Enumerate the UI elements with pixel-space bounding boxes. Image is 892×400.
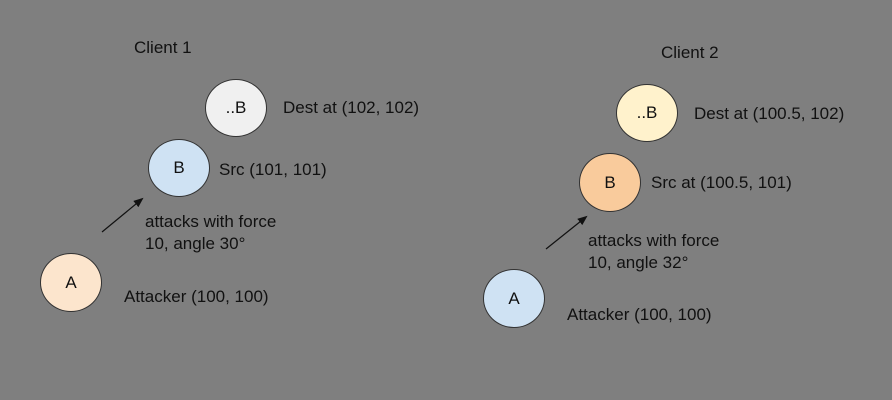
client2-dest-label: Dest at (100.5, 102) <box>694 104 845 123</box>
client2-src-symbol: B <box>604 172 616 192</box>
client2-attack-line1: attacks with force <box>588 231 720 250</box>
client2-attack-text: attacks with force 10, angle 32° <box>588 230 719 274</box>
client1-dest-label: Dest at (102, 102) <box>283 98 420 117</box>
client1-attacker-label: Attacker (100, 100) <box>124 287 269 306</box>
client2-attack-line2: 10, angle 32° <box>588 252 689 272</box>
client1-attack-text: attacks with force 10, angle 30° <box>145 211 276 255</box>
client2-dest-symbol: ..B <box>636 103 658 122</box>
client2-src-node: B <box>579 153 641 212</box>
client1-title: Client 1 <box>134 38 192 57</box>
client2-dest-node: ..B <box>616 84 678 142</box>
client1-src-node: B <box>148 139 210 197</box>
client1-attack-line1: attacks with force <box>145 212 277 231</box>
client2-attacker-symbol: A <box>508 288 520 308</box>
client1-dest-node: ..B <box>205 79 267 137</box>
client1-attacker-node: A <box>40 253 102 312</box>
client1-attack-line2: 10, angle 30° <box>145 233 246 253</box>
client1-src-label: Src (101, 101) <box>219 160 327 179</box>
client1-attack-arrow <box>101 197 144 233</box>
client2-attack-arrow <box>545 215 588 250</box>
client1-dest-symbol: ..B <box>225 98 247 117</box>
client1-src-symbol: B <box>173 158 185 177</box>
client1-attacker-symbol: A <box>65 272 77 292</box>
client2-title: Client 2 <box>661 43 719 62</box>
client2-attacker-node: A <box>483 269 545 328</box>
client2-attacker-label: Attacker (100, 100) <box>567 305 712 324</box>
client2-src-label: Src at (100.5, 101) <box>651 173 792 192</box>
